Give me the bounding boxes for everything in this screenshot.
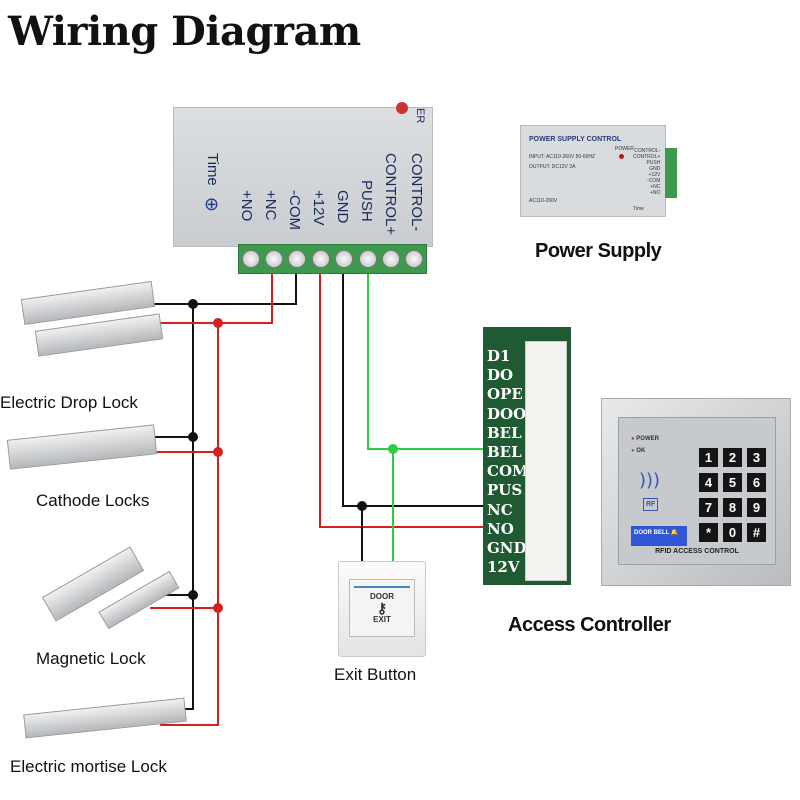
screw-icon xyxy=(335,250,354,268)
power-led-icon xyxy=(396,102,408,114)
terminal-label: +NO xyxy=(238,190,255,222)
junction-dot xyxy=(357,501,367,511)
rf-wave-icon: ))) xyxy=(639,470,661,491)
power-supply-caption: Power Supply xyxy=(535,240,662,262)
wire-nc-red xyxy=(150,272,273,726)
junction-dot xyxy=(188,590,198,600)
exit-exit-text: EXIT xyxy=(373,615,391,624)
lock-caption: Electric mortise Lock xyxy=(10,757,167,776)
pin-label: BEL xyxy=(487,443,522,462)
lock-caption: Electric Drop Lock xyxy=(0,393,138,412)
edge-text: ER xyxy=(414,108,426,124)
pin-label: BEL xyxy=(487,423,522,442)
pin-label: OPE xyxy=(487,385,523,404)
key: 9 xyxy=(747,498,766,517)
wire-push-green xyxy=(367,272,485,561)
key: 7 xyxy=(699,498,718,517)
key: * xyxy=(699,523,718,542)
screw-icon xyxy=(311,250,330,268)
terminal-label: -COM xyxy=(286,190,303,230)
indicator-bar xyxy=(354,586,410,588)
diagram-title: Wiring Diagram xyxy=(8,8,361,55)
pin-label: 12V xyxy=(487,558,520,577)
key: 6 xyxy=(747,473,766,492)
exit-button-caption: Exit Button xyxy=(334,665,417,684)
key: 2 xyxy=(723,448,742,467)
pin-connector xyxy=(525,341,567,581)
exit-door-text: DOOR xyxy=(370,592,394,601)
keypad-ok-led: ● OK xyxy=(631,448,646,454)
screw-icon xyxy=(358,250,377,268)
junction-dot xyxy=(213,318,223,328)
pin-label: NO xyxy=(487,519,514,538)
key: 8 xyxy=(723,498,742,517)
ps-input: INPUT: AC110-260V 50-60HZ xyxy=(529,154,596,160)
time-label: Time xyxy=(204,153,221,186)
ps-header: POWER SUPPLY CONTROL xyxy=(529,136,622,143)
terminal-label: PUSH xyxy=(358,180,375,222)
terminal-block xyxy=(238,244,427,274)
pin-label-list: D1 DO OPE DOO BEL BEL COM PUS NC NO GND … xyxy=(487,347,529,577)
key-icon: ⚷ xyxy=(376,600,388,616)
key: 3 xyxy=(747,448,766,467)
lock-caption: Cathode Locks xyxy=(36,491,150,510)
rf-badge: RF xyxy=(643,498,659,511)
key: # xyxy=(747,523,766,542)
pin-label: GND xyxy=(487,539,527,558)
terminal-label: CONTROL- xyxy=(408,153,425,232)
pin-label: DO xyxy=(487,366,514,385)
key: 0 xyxy=(723,523,742,542)
terminal-label: +NC xyxy=(262,190,279,221)
controller-board: D1 DO OPE DOO BEL BEL COM PUS NC NO GND … xyxy=(483,327,571,585)
ps-time: Time xyxy=(633,206,644,212)
wire-12v-red xyxy=(319,272,485,528)
screw-icon xyxy=(241,250,260,268)
junction-dot xyxy=(388,444,398,454)
access-controller-caption: Access Controller xyxy=(508,614,671,636)
ps-terminal-icon xyxy=(665,148,677,198)
terminal-label: +12V xyxy=(310,190,327,226)
screw-icon xyxy=(288,250,307,268)
keypad-power-led: ● POWER xyxy=(631,436,659,442)
pin-label: D1 xyxy=(487,347,511,365)
exit-button-image: DOOR ⚷ EXIT xyxy=(338,561,426,657)
pin-label: NC xyxy=(487,500,513,519)
junction-dot xyxy=(188,432,198,442)
power-supply-image: POWER SUPPLY CONTROL INPUT: AC110-260V 5… xyxy=(520,125,677,217)
screw-icon xyxy=(381,250,400,268)
power-control-box: Time ⊕ +NO +NC -COM +12V GND PUSH CONTRO… xyxy=(173,102,433,247)
led-icon xyxy=(619,154,624,159)
screw-icon xyxy=(265,250,284,268)
wire-com-black xyxy=(150,272,297,710)
key: 4 xyxy=(699,473,718,492)
wire-gnd-black xyxy=(342,272,485,561)
terminal-label: GND xyxy=(334,190,351,224)
screw-icon xyxy=(405,250,424,268)
lock-caption: Magnetic Lock xyxy=(36,649,146,668)
keypad-footer: RFID ACCESS CONTROL xyxy=(655,548,739,555)
junction-dot xyxy=(188,299,198,309)
rfid-keypad: ● POWER ● OK ))) RF DOOR BELL 🔔 1 2 3 4 … xyxy=(601,398,791,586)
pin-label: PUS xyxy=(487,481,523,500)
pin-label: COM xyxy=(487,462,529,481)
key: 5 xyxy=(723,473,742,492)
ps-output: OUTPUT: DC12V 3A xyxy=(529,164,576,170)
key: 1 xyxy=(699,448,718,467)
doorbell-button: DOOR BELL 🔔 xyxy=(631,526,687,546)
junction-dot xyxy=(213,603,223,613)
junction-dot xyxy=(213,447,223,457)
ps-power-led: POWER xyxy=(615,146,634,152)
ps-ac: AC110-260V xyxy=(529,198,558,204)
time-knob-icon: ⊕ xyxy=(204,194,220,215)
terminal-label: CONTROL+ xyxy=(382,153,399,236)
pin-label: DOO xyxy=(487,404,527,423)
